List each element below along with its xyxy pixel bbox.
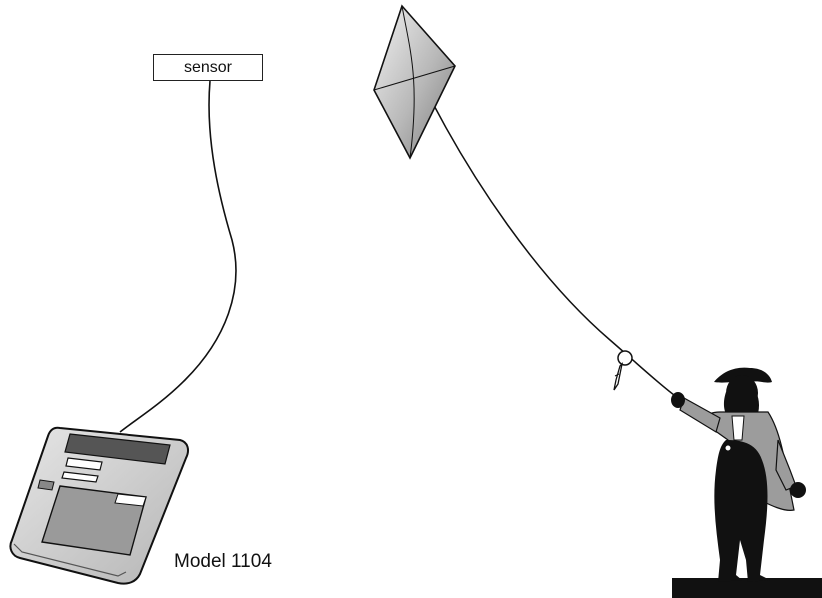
kite-icon <box>373 4 456 160</box>
data-logger-device-icon <box>9 426 189 585</box>
sensor-label-box: sensor <box>153 54 263 81</box>
sensor-cable <box>119 80 237 433</box>
sensor-label: sensor <box>183 58 233 76</box>
ground-block <box>672 578 822 598</box>
kite-string <box>419 77 679 399</box>
device-model-label: Model 1104 <box>174 551 272 572</box>
key-icon <box>613 350 633 391</box>
person-silhouette-icon <box>671 367 822 598</box>
